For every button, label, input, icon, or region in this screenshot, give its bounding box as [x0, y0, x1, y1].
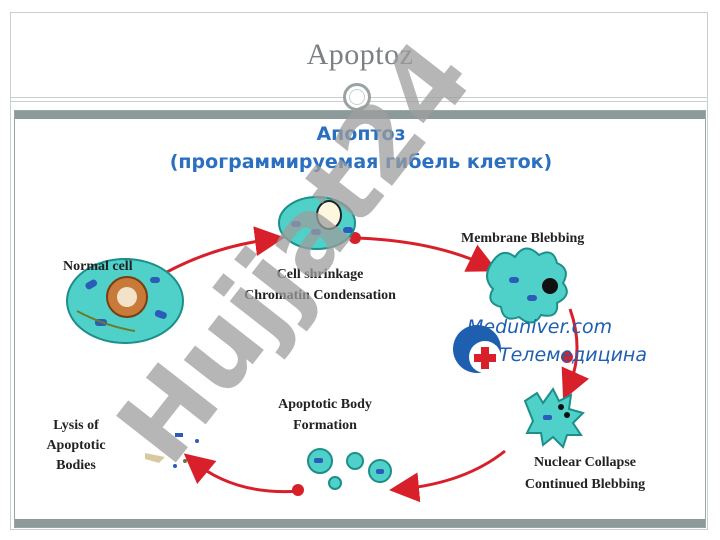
figure-subtitle: (программируемая гибель клеток)	[169, 151, 553, 173]
lysis-debris-illustration	[145, 433, 199, 468]
label-cell-shrinkage: Cell shrinkage	[276, 267, 364, 282]
image-bottom-border	[15, 519, 705, 527]
arrow-shrinkage-to-blebbing	[356, 236, 498, 272]
site-logo-url: Meduniver.com	[467, 316, 613, 338]
site-logo-emblem	[453, 325, 501, 373]
label-nuclear-collapse: Nuclear Collapse	[533, 455, 636, 470]
arrow-dot	[561, 351, 573, 363]
figure-title: Апоптоз	[316, 123, 406, 145]
cycle-diagram	[66, 196, 590, 503]
blebbing-cell-illustration	[486, 247, 568, 324]
collapsing-cell-illustration	[523, 387, 585, 449]
label-membrane-blebbing: Membrane Blebbing	[461, 231, 585, 246]
shrinking-cell-illustration	[278, 196, 356, 250]
label-lysis-of: Lysis of	[53, 418, 99, 433]
normal-cell-illustration	[66, 258, 184, 344]
site-logo-tagline: Телемедицина	[499, 344, 647, 366]
arrow-blebbing-to-collapse	[561, 308, 590, 400]
label-apoptotic-body: Apoptotic Body	[278, 397, 372, 412]
apoptosis-diagram-image: Апоптоз (программируемая гибель клеток)	[14, 110, 706, 528]
arrow-normal-to-shrinkage	[164, 226, 285, 275]
apoptotic-bodies-illustration	[307, 448, 392, 490]
label-continued-blebbing: Continued Blebbing	[524, 477, 646, 492]
label-chromatin-condensation: Chromatin Condensation	[244, 288, 396, 303]
slide-title: Apoptoz	[306, 38, 414, 71]
label-apoptotic: Apoptotic	[46, 438, 106, 453]
arrow-body-to-lysis	[183, 453, 302, 494]
arrow-dot	[292, 484, 304, 496]
slide-frame	[10, 12, 708, 530]
image-top-border	[15, 111, 705, 119]
label-formation: Formation	[293, 418, 357, 433]
label-normal-cell: Normal cell	[63, 259, 133, 274]
divider-ring-ornament	[343, 83, 371, 111]
arrow-collapse-to-body	[389, 449, 506, 503]
label-bodies: Bodies	[56, 458, 96, 473]
